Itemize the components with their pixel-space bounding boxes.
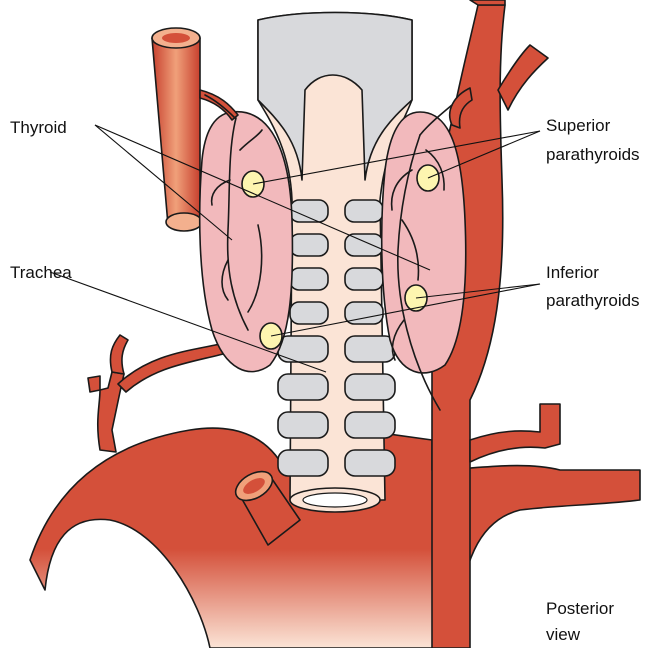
label-superior-parathyroids-line1: Superior — [546, 116, 611, 135]
label-posterior-view-line1: Posterior — [546, 599, 614, 618]
label-inferior-parathyroids-line1: Inferior — [546, 263, 599, 282]
label-posterior-view-line2: view — [546, 625, 581, 644]
thyroid-right-lobe — [382, 112, 466, 373]
right-branch-artery — [470, 404, 560, 462]
left-internal-jugular-vein — [152, 38, 200, 225]
label-thyroid: Thyroid — [10, 118, 67, 137]
label-trachea: Trachea — [10, 263, 72, 282]
label-inferior-parathyroids-line2: parathyroids — [546, 291, 640, 310]
label-superior-parathyroids-line2: parathyroids — [546, 145, 640, 164]
vein-bottom-opening — [166, 213, 202, 231]
